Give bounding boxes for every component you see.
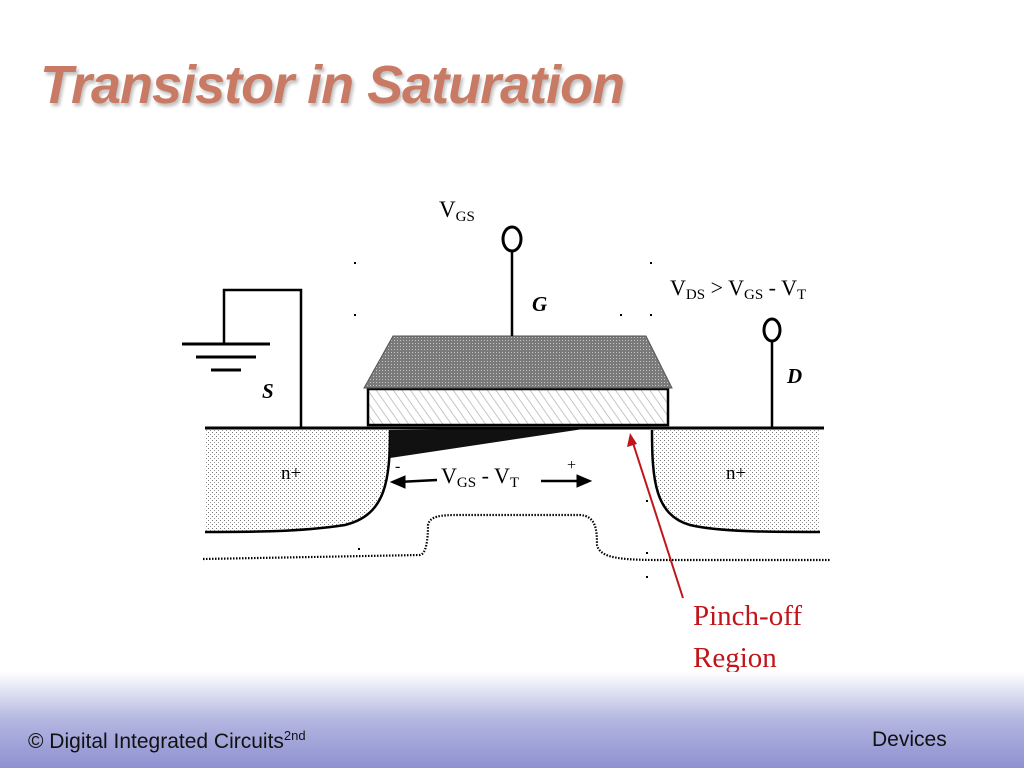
source-wire: [222, 288, 303, 428]
gate-electrode: [363, 335, 673, 389]
gate-terminal-icon: [501, 225, 523, 253]
drain-label: D: [786, 364, 802, 388]
vgs-label: VGS: [439, 197, 475, 225]
pinch-off-label-line1: Pinch-off: [693, 600, 802, 632]
channel-plus-sign: +: [567, 457, 576, 474]
saturation-condition: VDS > VGS - VT: [670, 275, 806, 303]
pinch-off-label-line2: Region: [693, 642, 777, 674]
footer-copyright-text: © Digital Integrated Circuits: [28, 730, 284, 753]
channel-voltage-label: VGS - VT: [441, 463, 519, 491]
footer-band: [0, 672, 1024, 768]
source-n-plus-region: [205, 430, 390, 532]
source-junction-line: [204, 429, 392, 534]
drain-junction-line: [650, 429, 821, 534]
channel-length-arrow: [389, 474, 593, 489]
channel-minus-sign: -: [395, 458, 400, 475]
footer-edition: 2nd: [283, 728, 306, 743]
depletion-boundary: [202, 513, 830, 562]
source-n-plus-label: n+: [281, 463, 301, 484]
gate-label: G: [532, 292, 547, 316]
inversion-channel: [390, 428, 590, 458]
source-label: S: [262, 379, 274, 403]
ground-icon: [182, 342, 270, 372]
footer-copyright: © Digital Integrated Circuits2nd: [28, 728, 306, 754]
drain-n-plus-label: n+: [726, 463, 746, 484]
drain-terminal-icon: [762, 317, 782, 343]
pinch-off-arrow: [627, 433, 684, 599]
drain-n-plus-region: [652, 430, 820, 532]
gate-oxide: [366, 387, 670, 427]
stray-dots: [354, 262, 652, 578]
slide-title: Transistor in Saturation: [40, 55, 625, 115]
footer-section: Devices: [872, 728, 947, 751]
